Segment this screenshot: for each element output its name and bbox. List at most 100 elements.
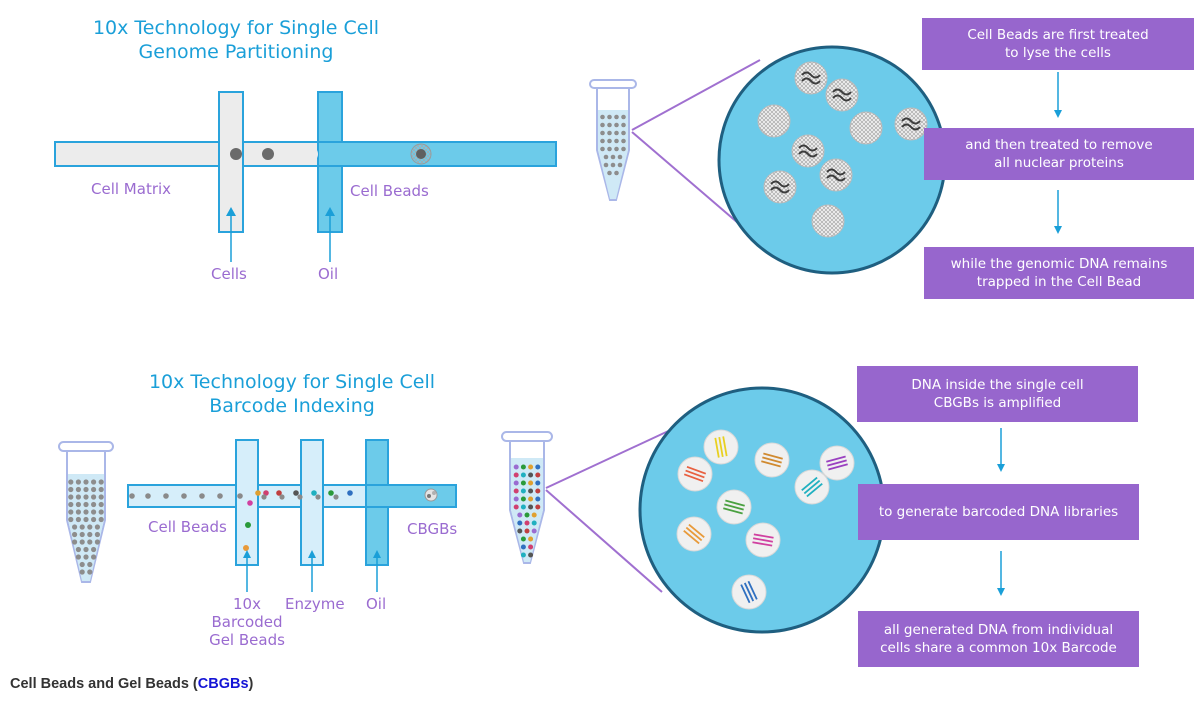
cbgb-dot bbox=[520, 544, 526, 550]
cell-bead-dot bbox=[98, 516, 104, 523]
barcoded-dna bbox=[761, 452, 783, 468]
cell-bead-dot bbox=[91, 494, 97, 500]
step-text: and then treated to remove bbox=[965, 137, 1153, 153]
gel-bead-dot bbox=[347, 490, 353, 496]
dna-strand bbox=[683, 529, 700, 545]
cbgb-dot bbox=[520, 480, 526, 486]
dna-strand bbox=[901, 117, 921, 125]
cell-bead-dot bbox=[607, 130, 612, 136]
cell-bead-dot bbox=[621, 114, 626, 120]
label-line: 10x bbox=[233, 595, 261, 613]
cells-label: Cells bbox=[211, 265, 247, 283]
cell-bead-dot bbox=[83, 479, 89, 485]
bottom-title-line2: Barcode Indexing bbox=[209, 395, 375, 417]
cbgb-dot bbox=[513, 496, 519, 502]
label-line: Gel Beads bbox=[209, 631, 285, 649]
cell-bead-dot bbox=[279, 494, 285, 500]
barcoded-dna bbox=[683, 523, 705, 545]
cbgb-dot bbox=[517, 528, 523, 534]
cell-bead-dot bbox=[83, 554, 89, 560]
cell-bead-dot bbox=[68, 509, 74, 515]
dna-strand bbox=[752, 541, 773, 547]
cbgb-dot bbox=[528, 488, 534, 494]
cbgb-dot bbox=[520, 496, 526, 502]
cell-bead-dot bbox=[600, 114, 605, 120]
cbgb-dot bbox=[517, 520, 523, 526]
cell-bead-dot bbox=[68, 516, 74, 523]
cell-bead-dot bbox=[68, 501, 74, 508]
cell-bead-dot bbox=[610, 154, 616, 160]
bottom-step-2: to generate barcoded DNA libraries bbox=[858, 484, 1139, 540]
barcoded-dna bbox=[714, 436, 728, 458]
cell-bead-dot bbox=[607, 170, 612, 176]
cell-bead-dot bbox=[145, 493, 151, 499]
cell-bead-dot bbox=[607, 138, 612, 144]
cell-bead-dot bbox=[617, 154, 623, 160]
cell-bead-dot bbox=[614, 138, 619, 144]
bead-mesh bbox=[826, 79, 858, 111]
cell-bead-dot bbox=[83, 494, 89, 500]
barcoded-gel-beads-label: 10x Barcoded Gel Beads bbox=[207, 595, 287, 649]
cell-bead-dot bbox=[87, 524, 93, 530]
bead-mesh bbox=[820, 159, 852, 191]
cell-bead-dot bbox=[79, 531, 85, 538]
cbgb-dot bbox=[531, 528, 537, 534]
bottom-oil-label: Oil bbox=[366, 595, 387, 613]
dna-strand bbox=[770, 186, 790, 194]
cell-bead-dot bbox=[87, 561, 93, 568]
step-text: CBGBs is amplified bbox=[933, 395, 1062, 411]
bead-mesh bbox=[758, 105, 790, 137]
step-text: trapped in the Cell Bead bbox=[976, 274, 1142, 290]
cell-bead-dot bbox=[68, 494, 74, 500]
cell-bead-dot bbox=[98, 486, 104, 493]
cell-beads-label: Cell Beads bbox=[350, 182, 429, 200]
dna-strand bbox=[714, 437, 720, 458]
cbgb-dot bbox=[528, 544, 534, 550]
cell-matrix-channel bbox=[54, 141, 326, 167]
cell-bead-dot bbox=[614, 146, 619, 152]
cell-bead-dot bbox=[72, 539, 78, 545]
dna-strand bbox=[801, 71, 821, 79]
dna-strand bbox=[806, 482, 823, 498]
caption-text: Cell Beads and Gel Beads ( bbox=[10, 676, 198, 692]
barcoded-dna bbox=[826, 455, 848, 471]
cbgb-dot bbox=[528, 496, 534, 502]
cell-dot bbox=[230, 148, 242, 160]
cell-bead-dot bbox=[614, 170, 619, 176]
dna-strand bbox=[801, 77, 821, 85]
dna-strand bbox=[740, 584, 751, 604]
label-line: Barcoded bbox=[211, 613, 283, 631]
dna-strand bbox=[725, 499, 745, 507]
bead-mesh bbox=[895, 108, 927, 140]
cell-bead-dot bbox=[91, 509, 97, 515]
cell-bead-dot bbox=[83, 486, 89, 493]
cell-bead-dot bbox=[98, 479, 104, 485]
dna-strand bbox=[761, 460, 781, 468]
cell-bead-dot bbox=[603, 154, 609, 160]
dna-strand bbox=[722, 436, 728, 457]
cbgb-dot bbox=[528, 472, 534, 478]
cell-bead-dot bbox=[621, 130, 626, 136]
step-text: all generated DNA from individual bbox=[883, 622, 1114, 638]
dna-strand bbox=[686, 465, 707, 475]
cbgb-dot bbox=[528, 504, 534, 510]
gel-bead-dot bbox=[328, 490, 334, 496]
cbgb-dot bbox=[535, 488, 541, 494]
bottom-title-line1: 10x Technology for Single Cell bbox=[148, 371, 436, 393]
dna-strand bbox=[685, 469, 705, 479]
cell-bead-dot bbox=[98, 509, 104, 515]
bead-mesh bbox=[850, 112, 882, 144]
dna-strand bbox=[753, 533, 774, 539]
cell-matrix-label: Cell Matrix bbox=[91, 180, 172, 198]
cbgb-dot bbox=[517, 512, 523, 518]
droplet-front bbox=[300, 143, 318, 165]
cbgb-dot bbox=[524, 512, 530, 518]
cell-bead-dot bbox=[91, 501, 97, 508]
cell-bead-dot bbox=[607, 114, 612, 120]
cell-bead-dot bbox=[83, 516, 89, 523]
cbgbs-link[interactable]: CBGBs bbox=[197, 676, 249, 692]
oil-label: Oil bbox=[318, 265, 339, 283]
gel-bead-dot bbox=[255, 490, 261, 496]
